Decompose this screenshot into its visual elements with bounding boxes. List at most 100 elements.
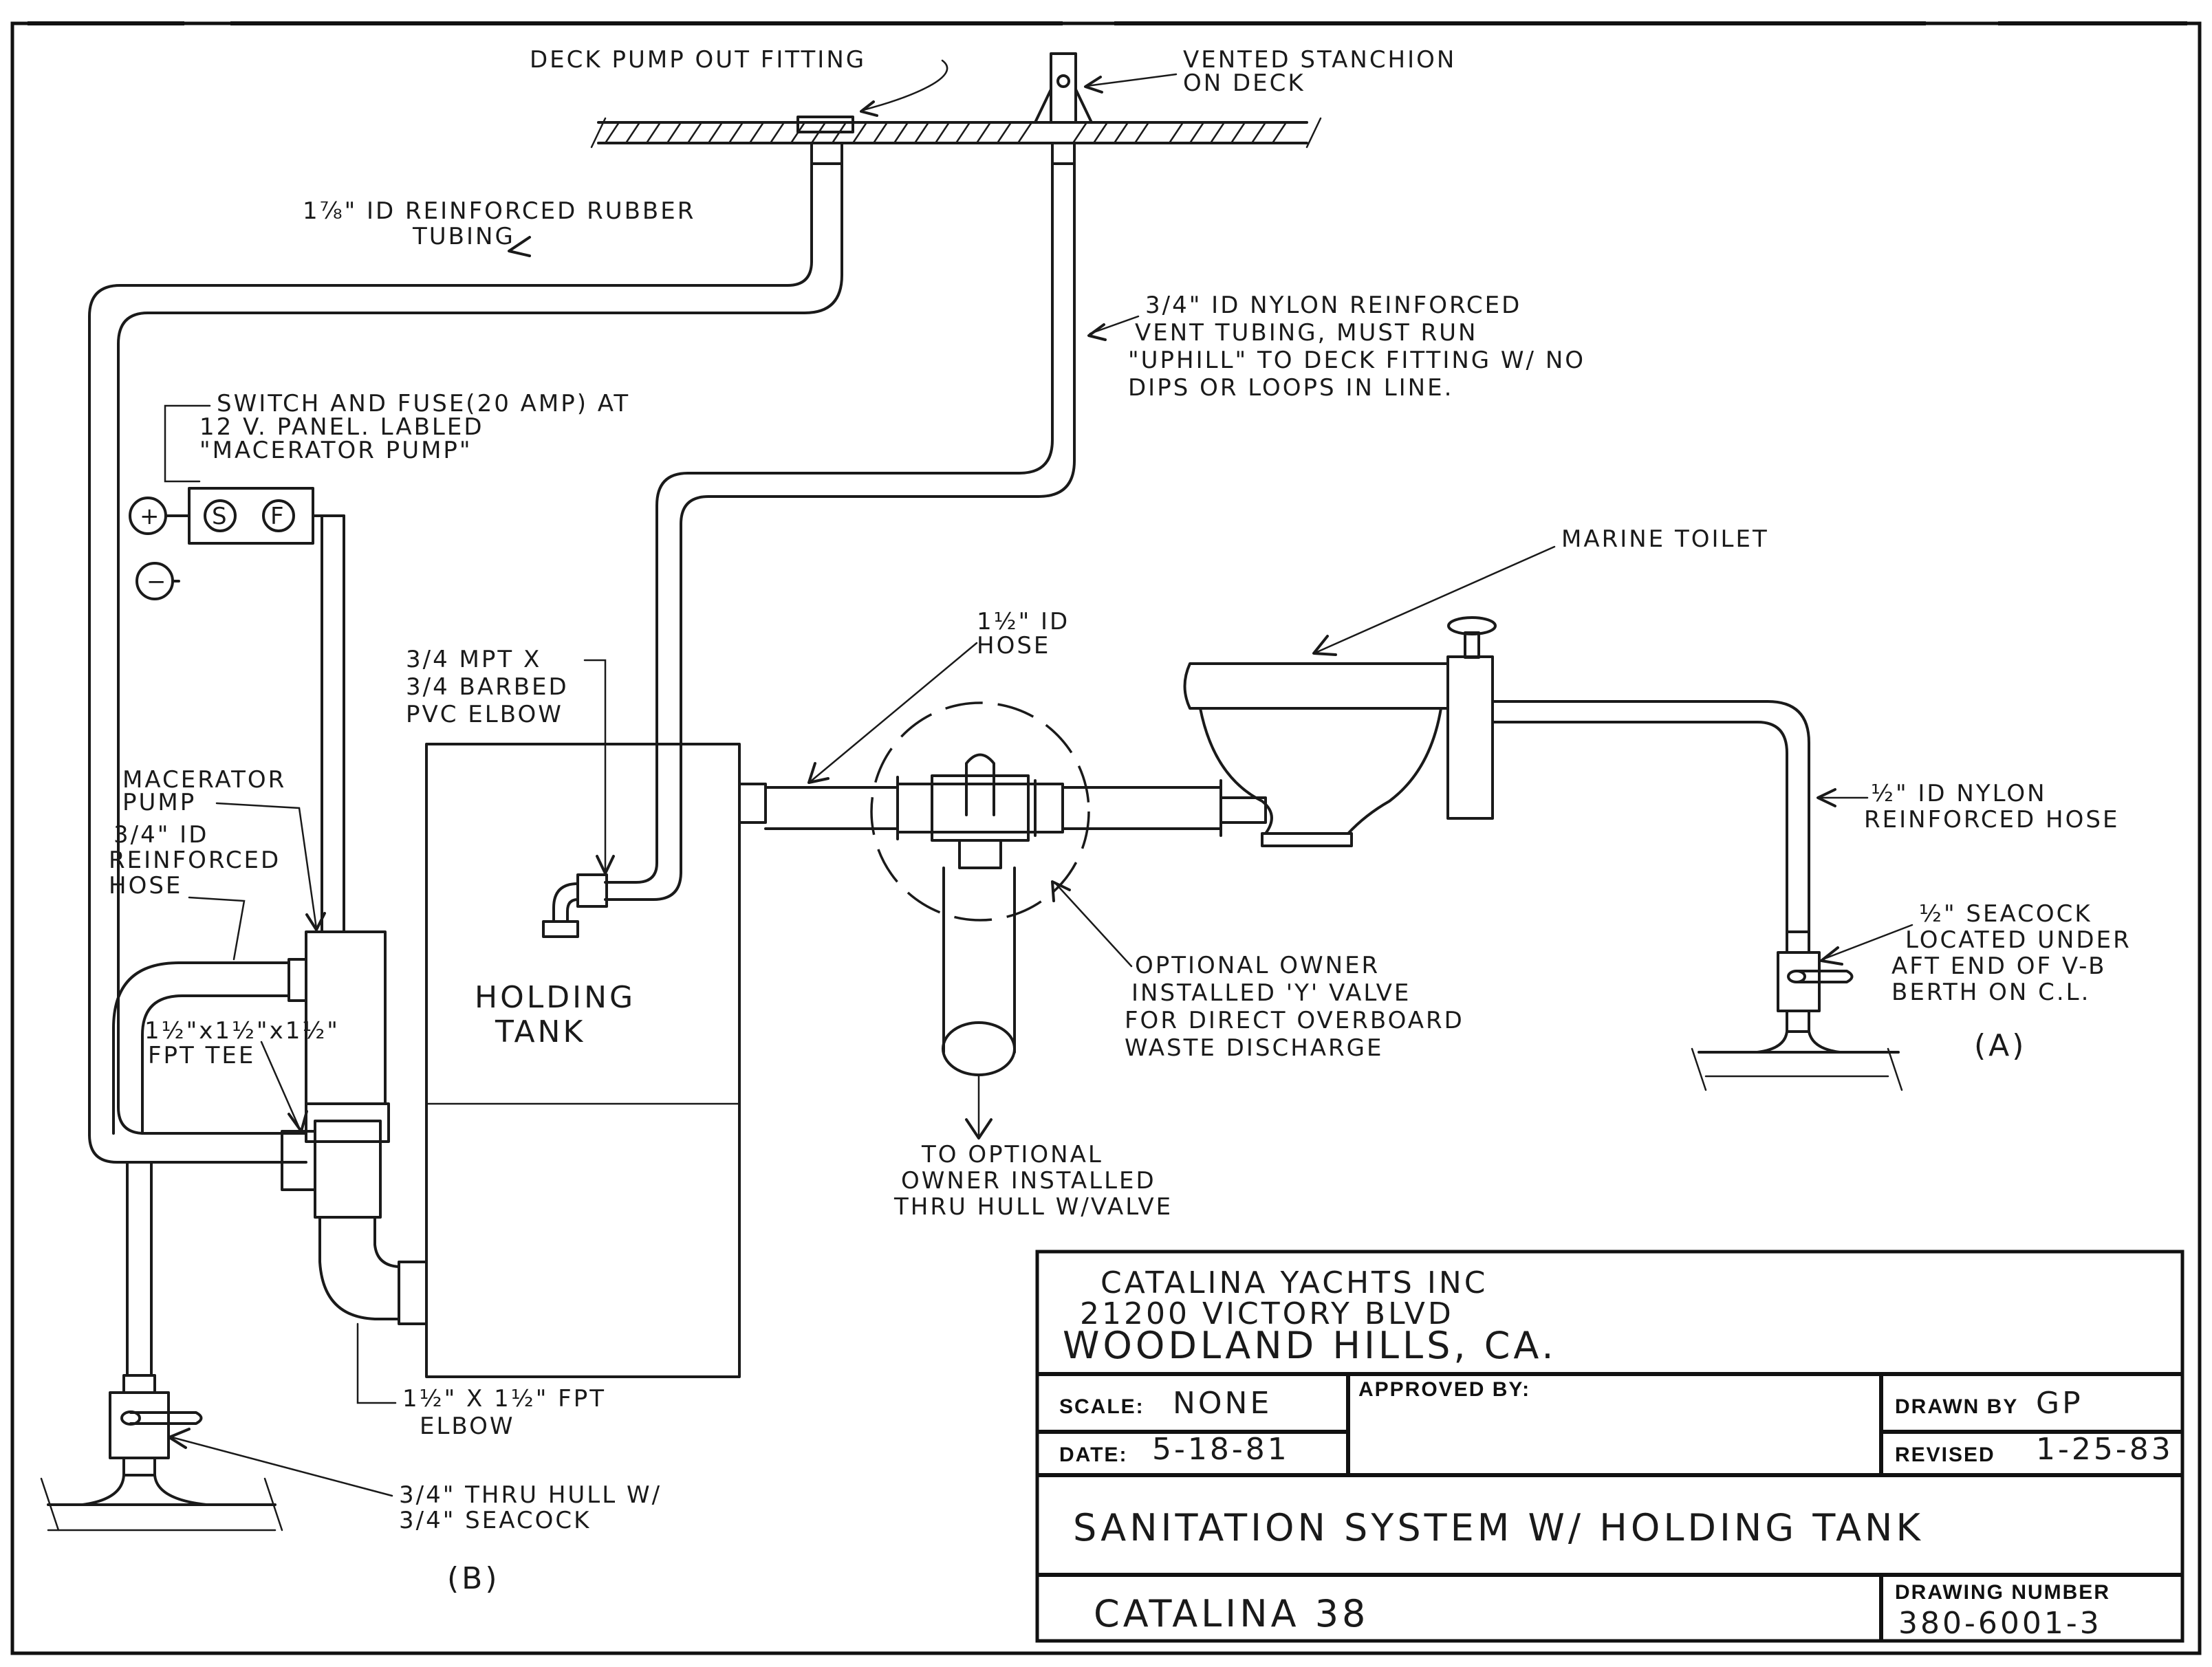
minus-terminal: − — [147, 568, 166, 596]
label-hose-15-2: HOSE — [977, 632, 1050, 660]
tb-revised-value: 1-25-83 — [2036, 1432, 2173, 1467]
label-seacock-a-2: LOCATED UNDER — [1905, 926, 2132, 954]
label-holding-2: TANK — [495, 1014, 585, 1049]
arrow-stanchion — [1084, 76, 1103, 94]
tank-to-y-hose — [764, 776, 899, 840]
tb-drawing-number: 380-6001-3 — [1898, 1606, 2102, 1641]
label-elbow-fpt-2: ELBOW — [420, 1413, 515, 1440]
fuse-symbol: F — [270, 503, 284, 530]
arrow-vent-tubing — [1087, 323, 1107, 341]
marine-toilet — [1183, 616, 1525, 847]
pump-out-hose — [88, 162, 843, 1164]
arrow-tee — [288, 1110, 308, 1133]
leader-tee — [260, 1040, 301, 1129]
label-thru-hull-opt-2: OWNER INSTALLED — [901, 1167, 1156, 1195]
tb-date-label: DATE: — [1059, 1443, 1127, 1466]
leader-seacock-a — [1821, 924, 1913, 961]
leader-stanchion — [1085, 73, 1178, 87]
tb-drawn-value: GP — [2036, 1386, 2083, 1421]
arrow-deck-pump — [860, 100, 878, 117]
arrow-hose-15 — [807, 762, 830, 784]
tb-revised-label: REVISED — [1895, 1443, 1995, 1466]
label-elbow-fpt-1: 1½" X 1½" FPT — [402, 1385, 606, 1413]
label-seacock-a-4: BERTH ON C.L. — [1891, 979, 2090, 1006]
label-nylon-hose-1: ½" ID NYLON — [1871, 780, 2047, 807]
arrow-seacock-a — [1820, 946, 1843, 966]
vent-tubing — [604, 162, 1076, 901]
drawing-border — [10, 21, 2202, 1655]
y-valve — [870, 701, 1090, 922]
label-marine-toilet: MARINE TOILET — [1561, 525, 1769, 553]
holding-tank — [425, 743, 767, 1378]
tee-fitting — [281, 1102, 390, 1219]
arrow-marine-toilet — [1312, 635, 1337, 656]
arrow-pvc-elbow — [596, 855, 615, 875]
label-switch-fuse-3: "MACERATOR PUMP" — [199, 437, 473, 464]
label-seacock-a-1: ½" SEACOCK — [1919, 900, 2092, 928]
label-seacock-a-3: AFT END OF V-B — [1891, 952, 2106, 980]
label-vent-tubing-2: VENT TUBING, MUST RUN — [1135, 319, 1477, 347]
label-reinf-hose-3: HOSE — [109, 872, 182, 900]
plus-terminal: + — [140, 503, 160, 530]
label-macerator-1: MACERATOR — [122, 766, 286, 794]
label-y-valve-4: WASTE DISCHARGE — [1125, 1034, 1383, 1062]
label-hose-15-1: 1½" ID — [977, 608, 1070, 635]
arrow-thru-hull-b — [168, 1428, 191, 1449]
tb-company-3: WOODLAND HILLS, CA. — [1063, 1324, 1557, 1367]
label-vent-tubing-4: DIPS OR LOOPS IN LINE. — [1128, 374, 1453, 402]
leader-reinf-hose — [188, 896, 246, 961]
label-deck-pump-out: DECK PUMP OUT FITTING — [530, 46, 866, 74]
tb-company-1: CATALINA YACHTS INC — [1100, 1265, 1488, 1300]
arrow-rubber-tubing — [508, 236, 531, 257]
label-y-valve-1: OPTIONAL OWNER — [1135, 952, 1380, 979]
title-block — [1035, 1250, 2184, 1643]
leader-elbow-fpt — [356, 1322, 397, 1404]
tb-company-2: 21200 VICTORY BLVD — [1080, 1296, 1454, 1331]
label-macerator-2: PUMP — [122, 789, 196, 816]
label-rubber-tubing-1: 1⅞" ID REINFORCED RUBBER — [303, 197, 695, 225]
tb-drawing-number-label: DRAWING NUMBER — [1895, 1581, 2110, 1604]
label-tee-1: 1½"x1½"x1½" — [144, 1017, 340, 1045]
macerator-hose — [112, 961, 290, 1135]
pvc-elbow — [542, 873, 608, 938]
vented-stanchion — [1034, 52, 1093, 165]
leader-marine-toilet — [1316, 545, 1556, 653]
label-tee-2: FPT TEE — [148, 1042, 255, 1069]
tb-model: CATALINA 38 — [1094, 1592, 1369, 1635]
deck-line — [590, 117, 1322, 149]
leader-y-valve — [1054, 882, 1133, 968]
thru-hull-b — [40, 1161, 283, 1532]
leader-switch-fuse — [164, 404, 211, 483]
arrow-macerator — [305, 912, 326, 931]
label-elbow-pvc-3: PVC ELBOW — [406, 701, 563, 728]
switch-symbol: S — [212, 503, 227, 530]
arrow-nylon-hose — [1817, 788, 1836, 807]
fpt-elbow — [318, 1216, 428, 1325]
label-thru-hull-opt-1: TO OPTIONAL — [921, 1141, 1103, 1168]
leader-thru-hull-b — [171, 1436, 393, 1497]
tb-date-value: 5-18-81 — [1152, 1432, 1290, 1467]
label-switch-fuse-1: SWITCH AND FUSE(20 AMP) AT — [217, 390, 630, 417]
tb-approved-label: APPROVED BY: — [1358, 1378, 1530, 1401]
label-vent-tubing-3: "UPHILL" TO DECK FITTING W/ NO — [1128, 347, 1585, 374]
seacock-a — [1691, 930, 1903, 1091]
label-elbow-pvc-2: 3/4 BARBED — [406, 673, 569, 701]
label-reinf-hose-1: 3/4" ID — [113, 821, 208, 849]
leader-vent-tubing — [1089, 315, 1140, 335]
label-nylon-hose-2: REINFORCED HOSE — [1864, 806, 2119, 834]
tb-title: SANITATION SYSTEM W/ HOLDING TANK — [1073, 1506, 1924, 1549]
label-y-valve-3: FOR DIRECT OVERBOARD — [1125, 1007, 1464, 1034]
deck-pump-out-fitting — [796, 116, 854, 165]
label-elbow-pvc-1: 3/4 MPT X — [406, 646, 541, 673]
label-holding-1: HOLDING — [475, 980, 636, 1015]
arrow-y-valve — [1051, 880, 1071, 902]
label-rubber-tubing-2: TUBING — [412, 223, 515, 250]
mark-a: (A) — [1974, 1028, 2026, 1063]
label-thru-hull-b-1: 3/4" THRU HULL W/ — [399, 1481, 662, 1509]
leader-deck-pump — [862, 59, 948, 111]
label-thru-hull-b-2: 3/4" SEACOCK — [399, 1507, 591, 1534]
leader-pvc-elbow — [583, 659, 607, 871]
label-reinf-hose-2: REINFORCED — [109, 847, 281, 874]
tb-scale-value: NONE — [1173, 1386, 1272, 1421]
